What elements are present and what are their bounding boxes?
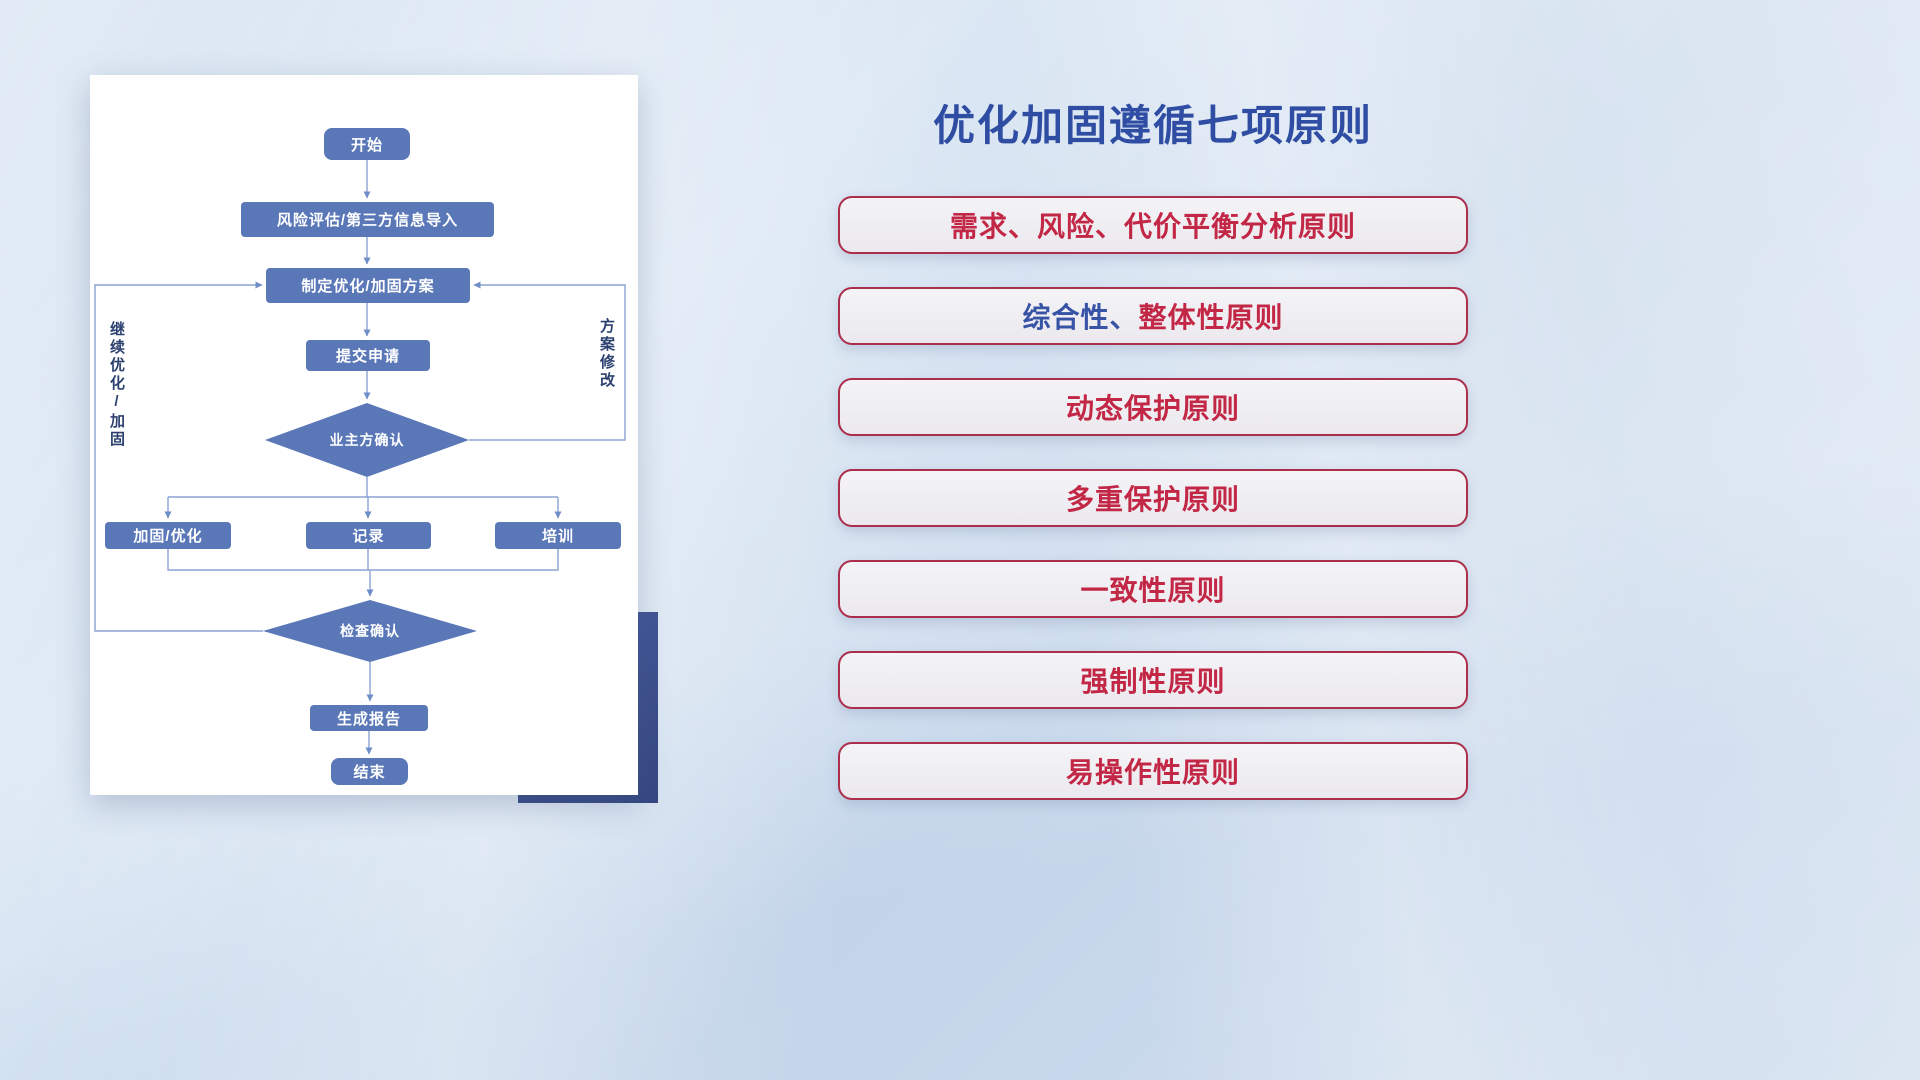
flow-node-end: 结束 [331,758,408,785]
connector-lines [94,160,626,755]
principle-1-text-red: 需求、风险、代价平衡分析原则 [949,211,1356,242]
flow-node-record: 记录 [306,522,431,549]
page-title: 优化加固遵循七项原则 [932,102,1373,149]
principle-5-text-red: 一致性原则 [1080,575,1226,606]
principle-4-text-red: 多重保护原则 [1065,484,1240,515]
principle-item-7: 易操作性原则 [838,742,1468,800]
principle-item-6: 强制性原则 [838,651,1468,709]
flow-node-report: 生成报告 [310,705,428,731]
principle-item-2: 综合性、整体性原则 [838,287,1468,345]
flow-node-start: 开始 [324,128,410,160]
principle-item-4: 多重保护原则 [838,469,1468,527]
principle-item-1: 需求、风险、代价平衡分析原则 [838,196,1468,254]
flowchart-connectors [94,160,626,755]
principle-item-3: 动态保护原则 [838,378,1468,436]
flow-node-submit: 提交申请 [306,340,430,371]
principle-item-5: 一致性原则 [838,560,1468,618]
flow-node-make-plan: 制定优化/加固方案 [266,268,470,303]
edge-label-continue-optimize: 继续优化/加固 [108,321,125,449]
principles-list: 需求、风险、代价平衡分析原则 综合性、整体性原则 动态保护原则 多重保护原则 一… [838,196,1468,800]
principle-6-text-red: 强制性原则 [1080,666,1226,697]
principle-7-text-red: 易操作性原则 [1065,757,1240,788]
principle-2-text-blue: 综合性、 [1022,302,1139,333]
flow-node-risk-import: 风险评估/第三方信息导入 [241,202,494,237]
flowchart-card: 开始 风险评估/第三方信息导入 制定优化/加固方案 提交申请 业主方确认 加固/… [90,75,638,795]
principle-3-text-red: 动态保护原则 [1065,393,1240,424]
edge-label-plan-modify: 方案修改 [598,318,615,390]
flow-node-train: 培训 [495,522,621,549]
principle-2-text-red: 整体性原则 [1138,302,1284,333]
flow-node-reinforce: 加固/优化 [105,522,231,549]
